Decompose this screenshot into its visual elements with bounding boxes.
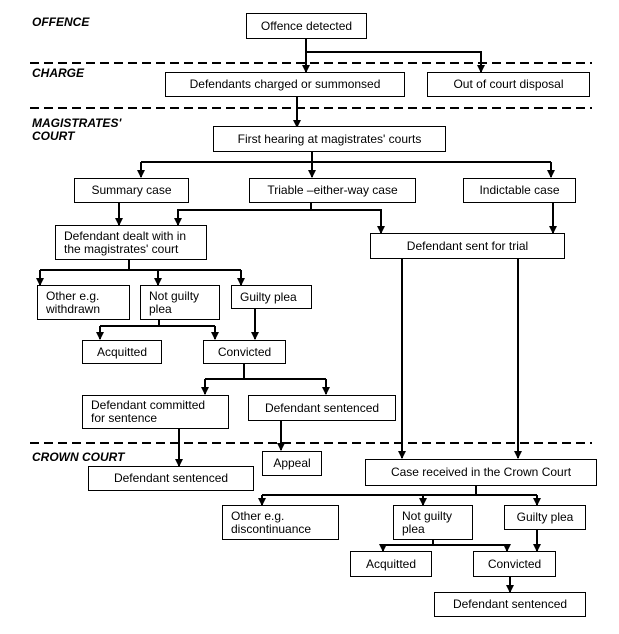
stage-label-crown-court: CROWN COURT [32,450,125,464]
stage-label-offence: OFFENCE [32,15,90,29]
triable-either-way-box: Triable –either-way case [249,178,416,203]
indictable-case-box: Indictable case [463,178,576,203]
cc-convicted-box: Convicted [473,551,556,577]
mc-not-guilty-plea-box: Not guilty plea [140,285,220,320]
out-of-court-disposal-box: Out of court disposal [427,72,590,97]
committed-line2: for sentence [91,411,158,425]
stage-label-charge: CHARGE [32,66,85,80]
mc-acquitted-box: Acquitted [82,340,162,364]
mc-not-guilty-line1: Not guilty [149,288,200,303]
cc-other-line2: discontinuance [231,521,312,536]
cc-acquitted-box: Acquitted [350,551,432,577]
sent-for-trial-box: Defendant sent for trial [370,233,565,259]
cc-defendant-sentenced-box: Defendant sentenced [434,592,586,617]
cc-sentenced-after-committal-box: Defendant sentenced [88,466,254,491]
cc-other-line1: Other e.g. [231,508,285,523]
mc-other-withdrawn-box: Other e.g. withdrawn [37,285,130,320]
dealt-with-line2: the magistrates' court [64,241,179,256]
mc-other-line2: withdrawn [46,301,101,316]
cc-not-guilty-line1: Not guilty [402,508,453,523]
charged-or-summonsed-box: Defendants charged or summonsed [165,72,405,97]
committed-for-sentence-box: Defendant committed for sentence [82,395,229,429]
dealt-with-line1: Defendant dealt with in [64,228,187,243]
stage-label-magistrates-line1: MAGISTRATES' [32,116,122,130]
mc-guilty-plea-box: Guilty plea [231,285,312,309]
committed-line1: Defendant committed [91,398,206,412]
mc-not-guilty-line2: plea [149,301,172,316]
mc-other-line1: Other e.g. [46,288,100,303]
dealt-with-magistrates-box: Defendant dealt with in the magistrates'… [55,225,207,260]
offence-detected-box: Offence detected [246,13,367,39]
cc-guilty-plea-box: Guilty plea [504,505,586,530]
stage-label-magistrates: MAGISTRATES' COURT [32,117,121,143]
first-hearing-box: First hearing at magistrates' courts [213,126,446,152]
stage-label-magistrates-line2: COURT [32,129,75,143]
stage-dividers [30,62,592,444]
flow-arrows [36,38,557,593]
mc-convicted-box: Convicted [203,340,286,364]
cc-not-guilty-line2: plea [402,521,425,536]
case-received-crown-court-box: Case received in the Crown Court [365,459,597,486]
mc-defendant-sentenced-box: Defendant sentenced [248,395,396,421]
summary-case-box: Summary case [74,178,189,203]
cc-other-discontinuance-box: Other e.g. discontinuance [222,505,339,540]
appeal-box: Appeal [262,451,322,476]
cc-not-guilty-plea-box: Not guilty plea [393,505,473,540]
